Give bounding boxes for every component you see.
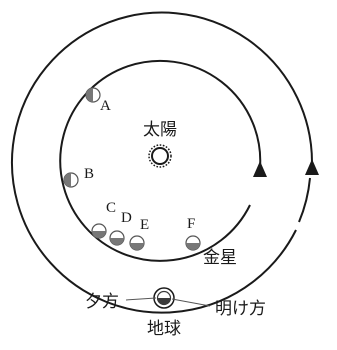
evening-label: 夕方 [85, 292, 119, 312]
venus-orbit [59, 59, 262, 262]
sun-label: 太陽 [143, 120, 177, 140]
earth-orbit-right-segment [298, 177, 311, 223]
sun-icon [148, 144, 172, 168]
evening-leader-line [125, 297, 157, 301]
venus-position-a [85, 87, 101, 103]
venus-label-f: F [187, 216, 195, 232]
venus-label-d: D [121, 210, 132, 226]
venus-position-f [185, 235, 201, 251]
earth-label: 地球 [147, 319, 181, 339]
venus-position-c [91, 223, 107, 239]
dawn-leader-line [171, 298, 211, 307]
earth-orbit-arrow [305, 159, 319, 175]
venus-label-c: C [106, 200, 116, 216]
dawn-label: 明け方 [215, 299, 266, 319]
venus-label: 金星 [203, 248, 237, 268]
venus-position-b [63, 172, 79, 188]
venus-label-a: A [100, 98, 111, 114]
venus-label-b: B [84, 166, 94, 182]
venus-orbit-arrow [253, 161, 267, 177]
venus-position-d [109, 230, 125, 246]
earth-orbit [11, 11, 314, 314]
venus-position-e [129, 235, 145, 251]
venus-label-e: E [140, 217, 149, 233]
earth-icon [153, 287, 175, 309]
